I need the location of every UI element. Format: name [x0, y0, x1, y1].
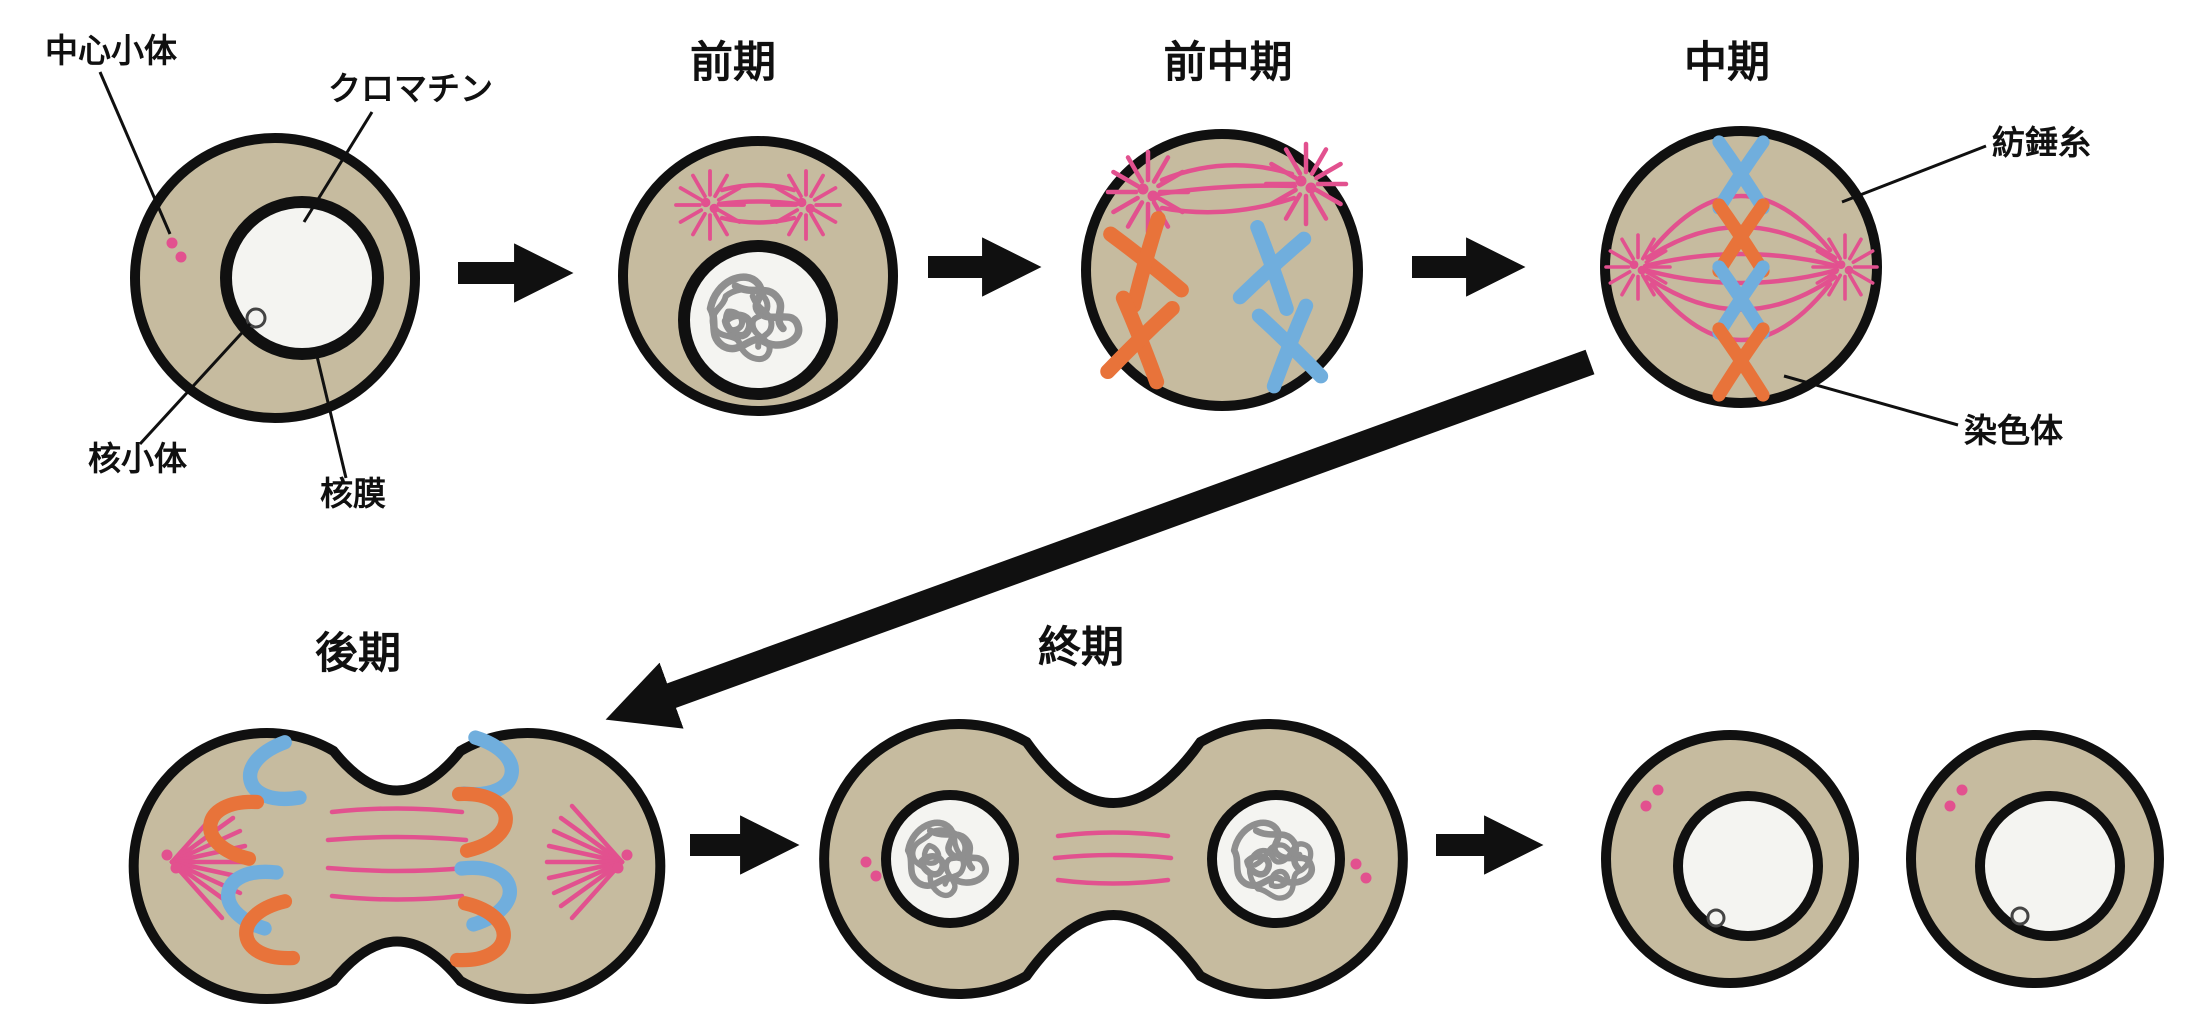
title-prometaphase: 前中期 [1164, 38, 1293, 88]
centriole-dots [860, 856, 1372, 884]
interphase-cell [130, 133, 420, 423]
nucleolus-icon [245, 307, 267, 329]
centriole-dots [1640, 784, 1664, 812]
right-spindle-pole-rays [544, 803, 633, 921]
pointer-line-chromosome [1783, 374, 1959, 427]
centriole-dots [1944, 784, 1968, 812]
spindle-forming [674, 169, 842, 241]
label-nucleolus: 核小体 [88, 439, 187, 478]
nucleolus-icon [1706, 908, 1726, 928]
title-anaphase: 後期 [315, 629, 401, 679]
pointer-line-nucleolus [138, 322, 252, 446]
metaphase-annotations: 紡錘糸 染色体 [1783, 123, 2091, 450]
nuclear-envelope [1673, 791, 1823, 941]
nuclear-envelope [1975, 791, 2125, 941]
daughter-cell-1 [1601, 730, 1859, 988]
label-spindle-fiber: 紡錘糸 [1992, 123, 2091, 162]
telophase-cell [819, 719, 1408, 999]
spindle [1108, 144, 1346, 232]
pointer-line-spindle-fiber [1841, 144, 1987, 204]
label-nuclear-envelope: 核膜 [320, 474, 386, 513]
title-prophase: 前期 [690, 38, 776, 88]
interphase-annotations: 中心小体 クロマチン 核小体 核膜 [45, 31, 493, 513]
flow-arrow-diagonal [605, 349, 1595, 729]
title-metaphase: 中期 [1684, 38, 1770, 88]
pointer-line-centriole [98, 71, 172, 235]
pointer-line-chromatin [302, 111, 374, 223]
centriole-dots [166, 237, 187, 263]
prometaphase-cell [1081, 129, 1363, 411]
pointer-line-nuclear-envelope [314, 351, 348, 479]
midbody-fibers [1052, 830, 1174, 886]
metaphase-cell [1600, 126, 1882, 408]
label-chromosome: 染色体 [1964, 411, 2063, 450]
label-centriole: 中心小体 [45, 31, 177, 70]
midzone-spindle-fibers [325, 806, 469, 902]
label-chromatin: クロマチン [328, 69, 493, 108]
anaphase-cell [128, 728, 666, 1004]
cell-membrane [819, 719, 1408, 999]
nuclear-envelope [220, 196, 384, 360]
prophase-cell [618, 136, 898, 416]
daughter-cell-2 [1906, 730, 2164, 988]
nucleolus-icon [2010, 906, 2030, 926]
title-telophase: 終期 [1038, 623, 1124, 673]
